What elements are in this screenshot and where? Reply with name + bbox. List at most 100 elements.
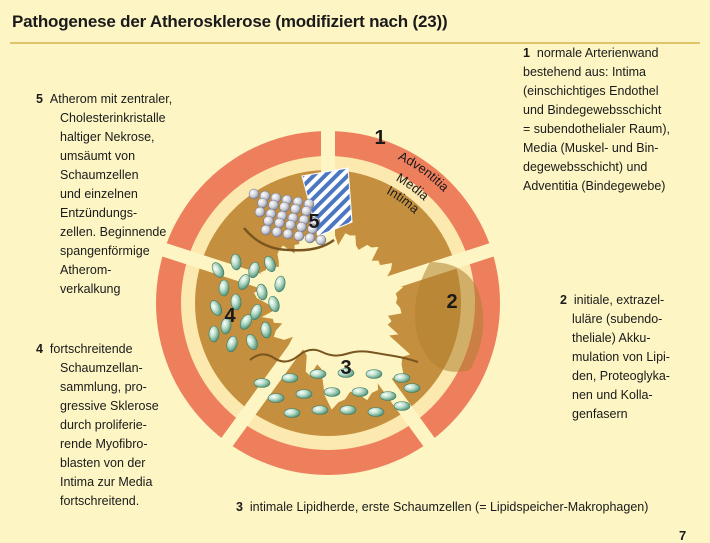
- segment-5-necrotic-sphere-11: [254, 206, 266, 218]
- note-4-line-5: rende Myofibro-: [60, 437, 148, 451]
- segment-3-foam-cell-11: [403, 383, 421, 393]
- note-4-line-0: 4 fortschreitende: [36, 342, 133, 356]
- segment-separator-4: [217, 337, 306, 452]
- note-5-line-1: Cholesterinkristalle: [60, 111, 166, 125]
- note-1-line-7: Adventitia (Bindegewebe): [523, 179, 666, 193]
- note-3-number: 3: [236, 500, 243, 514]
- segment-3-foam-cell-10: [379, 391, 397, 401]
- segment-5-calcification-clasp: [243, 227, 335, 252]
- segment-3-foam-cell-12: [283, 408, 301, 418]
- segment-details: [208, 167, 484, 418]
- segment-3-foam-cell-8: [323, 387, 341, 397]
- segment-3-foam-cell-16: [393, 401, 411, 411]
- segment-3-foam-cell-13: [311, 405, 329, 415]
- segment-4-foam-cell-17: [208, 325, 220, 343]
- segment-4-foam-cell-9: [230, 293, 242, 311]
- note-4-line-6: blasten von der: [60, 456, 146, 470]
- note-4-line-3: gressive Sklerose: [60, 399, 159, 413]
- segment-5-necrotic-sphere-0: [248, 188, 260, 200]
- segment-5-necrotic-sphere-20: [296, 221, 307, 233]
- note-1-line-1: bestehend aus: Intima: [523, 65, 646, 79]
- note-4-line-1: Schaumzellan-: [60, 361, 143, 375]
- note-3-lipid-foci: 3 intimale Lipidherde, erste Schaumzelle…: [236, 498, 648, 517]
- segment-3-foam-cell-14: [339, 405, 357, 415]
- segment-3-foam-cell-3: [337, 368, 355, 378]
- note-1-line-0: 1 normale Arterienwand: [523, 46, 659, 60]
- note-2-line-1: luläre (subendo-: [572, 312, 663, 326]
- note-1-line-6: degewebsschicht) und: [523, 160, 648, 174]
- segment-5-label: 5: [308, 211, 319, 233]
- note-4-line-4: durch proliferie-: [60, 418, 147, 432]
- note-2-initial-accumulation: 2 initiale, extrazel- luläre (subendo- t…: [560, 291, 670, 424]
- segment-4-foam-cell-16: [246, 334, 258, 350]
- segment-3-foam-cell-2: [309, 369, 327, 379]
- segment-5-necrotic-sphere-19: [285, 219, 296, 231]
- segment-4-foam-cell-2: [248, 261, 260, 279]
- segment-4-foam-cell-11: [268, 295, 280, 313]
- segment-1-label: 1: [374, 127, 385, 149]
- segment-5-necrotic-sphere-7: [268, 199, 279, 211]
- segment-4-foam-cell-0: [211, 262, 225, 278]
- segment-4-foam-cell-5: [238, 274, 250, 290]
- segment-2-lipid-deposit: [414, 262, 484, 372]
- segment-4-foam-cell-4: [218, 279, 230, 297]
- note-1-line-4: = subendothelialer Raum),: [523, 122, 670, 136]
- page-number: 7: [679, 528, 687, 543]
- segment-4-foam-cell-8: [209, 300, 223, 316]
- note-2-number: 2: [560, 293, 567, 307]
- segment-3-foam-cell-5: [393, 373, 411, 383]
- segment-5-necrotic-sphere-9: [290, 203, 301, 215]
- note-3-line-0: 3 intimale Lipidherde, erste Schaumzelle…: [236, 500, 649, 514]
- segment-5-necrotic-sphere-25: [293, 230, 305, 242]
- segment-4-label: 4: [224, 305, 236, 327]
- note-4-line-2: sammlung, pro-: [60, 380, 147, 394]
- segment-3-label: 3: [340, 357, 351, 379]
- segment-3-foam-cell-0: [253, 378, 271, 388]
- segment-3-foam-cell-7: [295, 389, 313, 399]
- note-4-line-7: Intima zur Media: [60, 475, 153, 489]
- note-2-line-0: 2 initiale, extrazel-: [560, 293, 665, 307]
- segment-2-label: 2: [446, 291, 457, 313]
- segment-4-foam-cell-15: [226, 335, 238, 353]
- segment-5-necrotic-sphere-6: [257, 197, 268, 209]
- segment-5-necrotic-sphere-22: [260, 224, 272, 236]
- segment-5-necrotic-sphere-24: [282, 228, 294, 240]
- segment-5-necrotic-sphere-18: [274, 217, 285, 229]
- segment-3-intima-edge: [249, 348, 419, 363]
- note-5-line-9: Atherom-: [60, 263, 112, 277]
- note-1-number: 1: [523, 46, 530, 60]
- note-5-line-10: verkalkung: [60, 282, 121, 296]
- segment-5-necrotic-sphere-23: [271, 226, 283, 238]
- note-1-line-3: und Bindegewebsschicht: [523, 103, 662, 117]
- note-4-foam-cell-accumulation: 4 fortschreitende Schaumzellan- sammlung…: [36, 340, 159, 511]
- note-4-number: 4: [36, 342, 43, 356]
- segment-3-foam-cell-4: [365, 369, 383, 379]
- note-2-line-2: theliale) Akku-: [572, 331, 651, 345]
- note-5-line-5: und einzelnen: [60, 187, 138, 201]
- segment-5-necrotic-sphere-17: [263, 215, 274, 227]
- segment-4-foam-cell-14: [260, 321, 272, 339]
- segment-4-foam-cell-3: [264, 256, 276, 272]
- segment-4-foam-cell-7: [274, 275, 286, 293]
- segment-3-foam-cell-6: [267, 393, 285, 403]
- note-5-line-6: Entzündungs-: [60, 206, 138, 220]
- segment-3-foam-cell-1: [281, 373, 299, 383]
- note-5-line-3: umsäumt von: [60, 149, 136, 163]
- title-divider: [10, 42, 700, 44]
- page-title: Pathogenese der Atherosklerose (modifizi…: [12, 12, 448, 31]
- segment-3-foam-cell-15: [367, 407, 385, 417]
- segment-4-foam-cell-1: [230, 253, 242, 271]
- segment-4-foam-cell-12: [220, 317, 232, 335]
- segment-5-necrotic-sphere-26: [304, 232, 316, 244]
- note-5-number: 5: [36, 92, 43, 106]
- note-5-atheroma: 5 Atherom mit zentraler, Cholesterinkris…: [36, 90, 172, 299]
- segment-4-foam-cell-13: [239, 314, 253, 330]
- note-2-line-6: genfasern: [572, 407, 628, 421]
- note-5-line-7: zellen. Beginnende: [60, 225, 167, 239]
- note-1-line-5: Media (Muskel- und Bin-: [523, 141, 659, 155]
- segment-4-foam-cell-6: [256, 283, 268, 301]
- note-5-line-8: spangenförmige: [60, 244, 150, 258]
- segment-4-foam-cell-10: [250, 303, 262, 321]
- segment-5-necrotic-sphere-27: [315, 234, 327, 246]
